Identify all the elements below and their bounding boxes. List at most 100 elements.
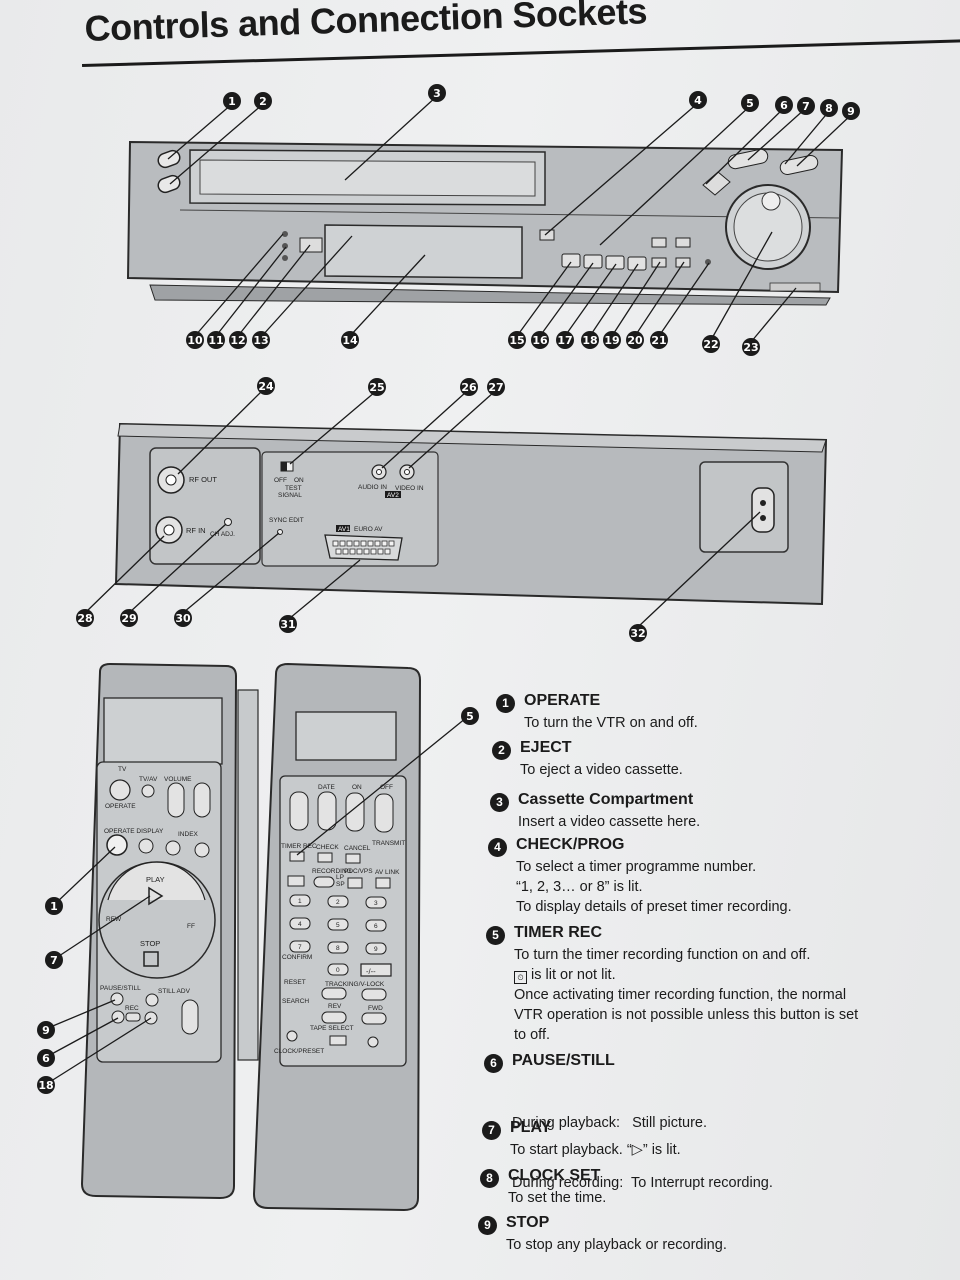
desc-heading: EJECT bbox=[520, 739, 572, 756]
av2-label: AV2 bbox=[387, 492, 399, 499]
test-on-label: ON bbox=[294, 477, 304, 484]
play-label: PLAY bbox=[146, 875, 165, 884]
svg-text:17: 17 bbox=[557, 334, 572, 347]
desc-number-badge: 1 bbox=[496, 694, 515, 713]
fwd-label: FWD bbox=[368, 1005, 383, 1012]
callout-12: 12 bbox=[229, 331, 247, 349]
svg-text:18: 18 bbox=[582, 334, 597, 347]
callout-24: 24 bbox=[257, 377, 275, 395]
sync-edit-label: SYNC EDIT bbox=[269, 517, 304, 524]
callout-14: 14 bbox=[341, 331, 359, 349]
callout-30: 30 bbox=[174, 609, 192, 627]
desc-number-badge: 2 bbox=[492, 741, 511, 760]
key-3: 3 bbox=[374, 900, 378, 907]
key-7: 7 bbox=[298, 944, 302, 951]
svg-text:9: 9 bbox=[847, 105, 855, 118]
test-label: TEST bbox=[285, 485, 302, 492]
desc-heading: CLOCK SET bbox=[508, 1167, 601, 1184]
signal-label: SIGNAL bbox=[278, 492, 302, 499]
svg-text:27: 27 bbox=[488, 381, 503, 394]
callout-2: 2 bbox=[254, 92, 272, 110]
desc-body: To turn the VTR on and off. bbox=[524, 715, 698, 731]
lp-label: LP bbox=[336, 874, 344, 881]
callout-1: 1 bbox=[223, 92, 241, 110]
audio-in-label: AUDIO IN bbox=[358, 484, 387, 491]
callout-13: 13 bbox=[252, 331, 270, 349]
remote-callout-18: 18 bbox=[37, 1076, 55, 1094]
clock-preset-label: CLOCK/PRESET bbox=[274, 1048, 324, 1055]
callout-20: 20 bbox=[626, 331, 644, 349]
callout-15: 15 bbox=[508, 331, 526, 349]
rf-in-label: RF IN bbox=[186, 526, 206, 535]
recording-label: RECORDING bbox=[312, 868, 352, 875]
key-6: 6 bbox=[374, 923, 378, 930]
av1-label: AV1 bbox=[338, 526, 350, 533]
svg-text:3: 3 bbox=[433, 87, 441, 100]
check-label: CHECK bbox=[316, 844, 339, 851]
desc-body: Insert a video cassette here. bbox=[518, 814, 701, 830]
svg-text:22: 22 bbox=[703, 338, 718, 351]
callout-16: 16 bbox=[531, 331, 549, 349]
svg-text:30: 30 bbox=[175, 612, 191, 625]
callout-29: 29 bbox=[120, 609, 138, 627]
tracking-label: TRACKING/V-LOCK bbox=[325, 981, 385, 988]
svg-text:7: 7 bbox=[50, 954, 58, 967]
pause-still-label: PAUSE/STILL bbox=[100, 985, 141, 992]
still-adv-label: STILL ADV bbox=[158, 988, 191, 995]
remote-callouts: 1 7 9 6 18 5 bbox=[37, 707, 479, 1094]
svg-text:16: 16 bbox=[532, 334, 548, 347]
front-leader-lines bbox=[167, 95, 853, 343]
confirm-label: CONFIRM bbox=[282, 954, 312, 961]
vtr-front-view bbox=[126, 140, 844, 306]
av-link-label: AV LINK bbox=[375, 869, 400, 876]
svg-text:12: 12 bbox=[230, 334, 245, 347]
desc-number-badge: 4 bbox=[488, 838, 507, 857]
callout-21: 21 bbox=[650, 331, 668, 349]
svg-text:6: 6 bbox=[780, 99, 788, 112]
remote-callout-1: 1 bbox=[45, 897, 63, 915]
desc-body: To eject a video cassette. bbox=[520, 762, 683, 778]
svg-text:5: 5 bbox=[746, 97, 754, 110]
pdc-vps-label: PDC/VPS bbox=[344, 868, 373, 875]
index-label: INDEX bbox=[178, 831, 199, 838]
svg-text:18: 18 bbox=[38, 1079, 53, 1092]
callout-9: 9 bbox=[842, 102, 860, 120]
svg-text:26: 26 bbox=[461, 381, 477, 394]
callout-6: 6 bbox=[775, 96, 793, 114]
svg-text:2: 2 bbox=[259, 95, 267, 108]
rev-label: REV bbox=[328, 1003, 342, 1010]
callout-10: 10 bbox=[186, 331, 204, 349]
svg-text:19: 19 bbox=[604, 334, 619, 347]
svg-text:8: 8 bbox=[825, 102, 833, 115]
desc-number-badge: 3 bbox=[490, 793, 509, 812]
cancel-label: CANCEL bbox=[344, 845, 371, 852]
callout-5: 5 bbox=[741, 94, 759, 112]
desc-body: During playback: Still picture. During r… bbox=[512, 1115, 773, 1191]
svg-text:20: 20 bbox=[627, 334, 643, 347]
sp-label: SP bbox=[336, 881, 345, 888]
svg-text:7: 7 bbox=[802, 100, 810, 113]
callout-25: 25 bbox=[368, 378, 386, 396]
desc-number-badge: 9 bbox=[478, 1216, 497, 1235]
callout-18: 18 bbox=[581, 331, 599, 349]
search-label: SEARCH bbox=[282, 998, 309, 1005]
rec-label: REC bbox=[125, 1005, 139, 1012]
callout-26: 26 bbox=[460, 378, 478, 396]
remote-callout-9: 9 bbox=[37, 1021, 55, 1039]
timer-icon: ⏲ bbox=[514, 971, 527, 984]
desc-heading: OPERATE bbox=[524, 692, 601, 709]
stop-label: STOP bbox=[140, 939, 160, 948]
callout-8: 8 bbox=[820, 99, 838, 117]
test-off-label: OFF bbox=[274, 477, 287, 484]
vtr-rear-view: RF OUT RF IN CH ADJ. OFF ON TEST SIGNAL … bbox=[114, 422, 828, 606]
rear-leader-lines bbox=[85, 389, 761, 627]
timer-rec-label: TIMER REC bbox=[281, 843, 317, 850]
rf-out-label: RF OUT bbox=[189, 475, 217, 484]
svg-text:25: 25 bbox=[369, 381, 384, 394]
callout-23: 23 bbox=[742, 338, 760, 356]
on-label: ON bbox=[352, 784, 362, 791]
front-callouts: 1 2 3 4 5 6 7 8 9 10 11 12 13 14 15 16 1… bbox=[186, 84, 860, 356]
callout-7: 7 bbox=[797, 97, 815, 115]
